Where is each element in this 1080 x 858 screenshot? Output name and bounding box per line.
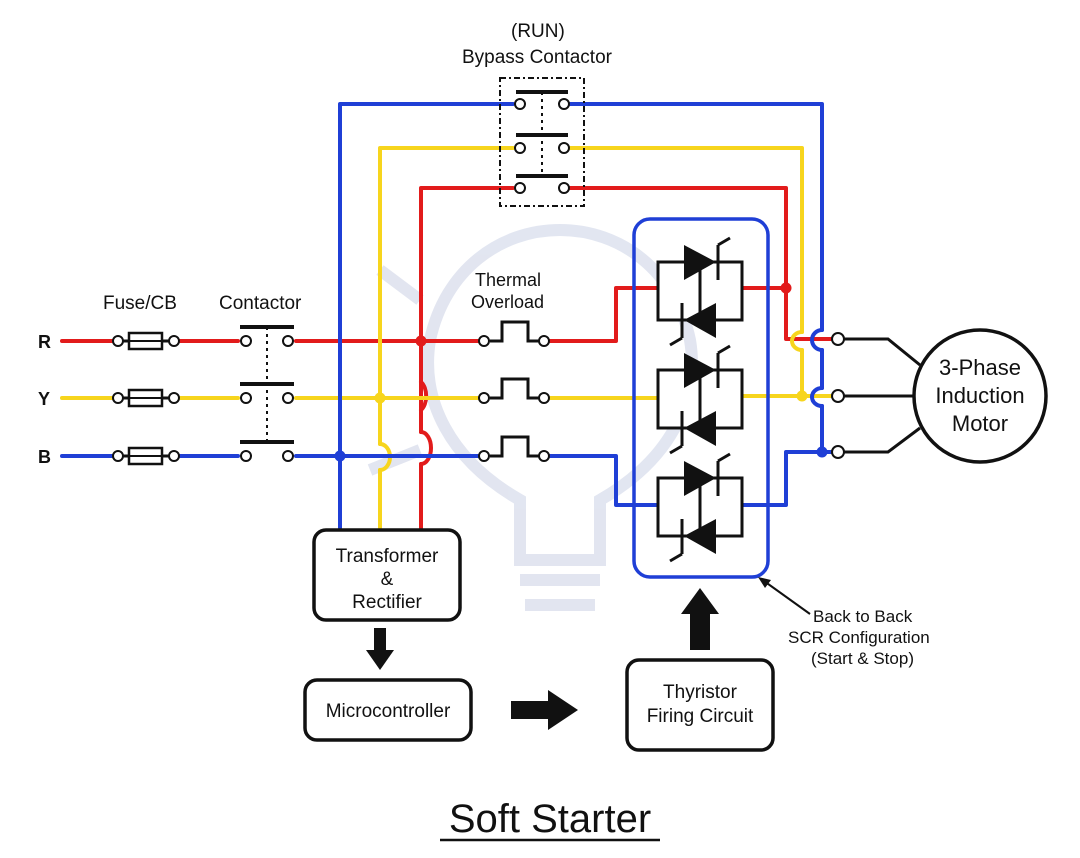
junction-b xyxy=(334,450,346,462)
diagram-title: Soft Starter xyxy=(449,797,651,841)
wire-r-hop-b xyxy=(419,430,433,466)
fuse-r xyxy=(112,331,180,351)
scr-note-2: SCR Configuration xyxy=(788,628,930,647)
wire-r-bypass-out xyxy=(568,186,788,290)
wire-y-bypass-out xyxy=(568,146,804,398)
microcontroller-label: Microcontroller xyxy=(326,701,451,722)
motor-terminals xyxy=(831,332,921,459)
wire-b-hop-y xyxy=(810,386,824,408)
thyristor-label-1: Thyristor xyxy=(663,682,738,703)
motor-circle xyxy=(912,328,1048,464)
contactor-label: Contactor xyxy=(219,293,302,314)
wire-y-bypass-in xyxy=(378,146,515,530)
transformer-label-3: Rectifier xyxy=(352,592,422,613)
transformer-label-2: & xyxy=(381,569,394,590)
scr-pair-b xyxy=(656,452,744,563)
wire-r-scr-out xyxy=(738,286,834,341)
bypass-label-1: (RUN) xyxy=(511,21,565,42)
junction-r-out xyxy=(780,282,792,294)
junction-y xyxy=(374,392,386,404)
microcontroller-box xyxy=(303,678,473,742)
phase-label-y: Y xyxy=(38,389,50,409)
motor-label-1: 3-Phase xyxy=(939,355,1021,380)
junction-r xyxy=(415,335,427,347)
thyristor-firing-box xyxy=(625,658,775,752)
arrow-micro-to-firing xyxy=(511,690,578,730)
fuse-y xyxy=(112,388,180,408)
junction-y-out xyxy=(796,390,808,402)
contactor-switch xyxy=(240,325,294,462)
thermal-overload xyxy=(478,320,550,462)
transformer-label-1: Transformer xyxy=(336,546,439,567)
bypass-label-2: Bypass Contactor xyxy=(462,47,613,68)
scr-note-3: (Start & Stop) xyxy=(811,649,914,668)
fuse-b xyxy=(112,446,180,466)
thermal-label-1: Thermal xyxy=(475,270,541,290)
scr-pair-y xyxy=(656,344,744,455)
thyristor-label-2: Firing Circuit xyxy=(647,706,754,727)
motor-label-3: Motor xyxy=(952,411,1008,436)
motor-label-2: Induction xyxy=(935,383,1024,408)
arrow-transformer-to-micro xyxy=(366,628,394,670)
scr-pair-r xyxy=(656,236,744,347)
scr-block-outline xyxy=(632,217,770,579)
bypass-contactor xyxy=(499,77,585,207)
fuse-label: Fuse/CB xyxy=(103,293,177,314)
thermal-label-2: Overload xyxy=(471,292,544,312)
junction-b-out xyxy=(816,446,828,458)
wire-b-scr-out xyxy=(738,450,834,507)
arrow-firing-to-scr xyxy=(681,588,719,650)
wire-b-bypass-in xyxy=(338,102,515,530)
phase-label-b: B xyxy=(38,447,51,467)
wire-y-hop-r xyxy=(790,330,804,352)
wire-r-overload-scr xyxy=(546,286,662,343)
transformer-box xyxy=(312,528,462,622)
scr-note-1: Back to Back xyxy=(813,607,913,626)
wire-b-hop-r xyxy=(810,328,824,352)
wire-b-bypass-out xyxy=(568,102,824,454)
wire-r-bypass-in xyxy=(419,186,515,530)
phase-label-r: R xyxy=(38,332,51,352)
wire-b-overload-scr xyxy=(546,454,662,507)
scr-note-arrow xyxy=(758,577,811,615)
